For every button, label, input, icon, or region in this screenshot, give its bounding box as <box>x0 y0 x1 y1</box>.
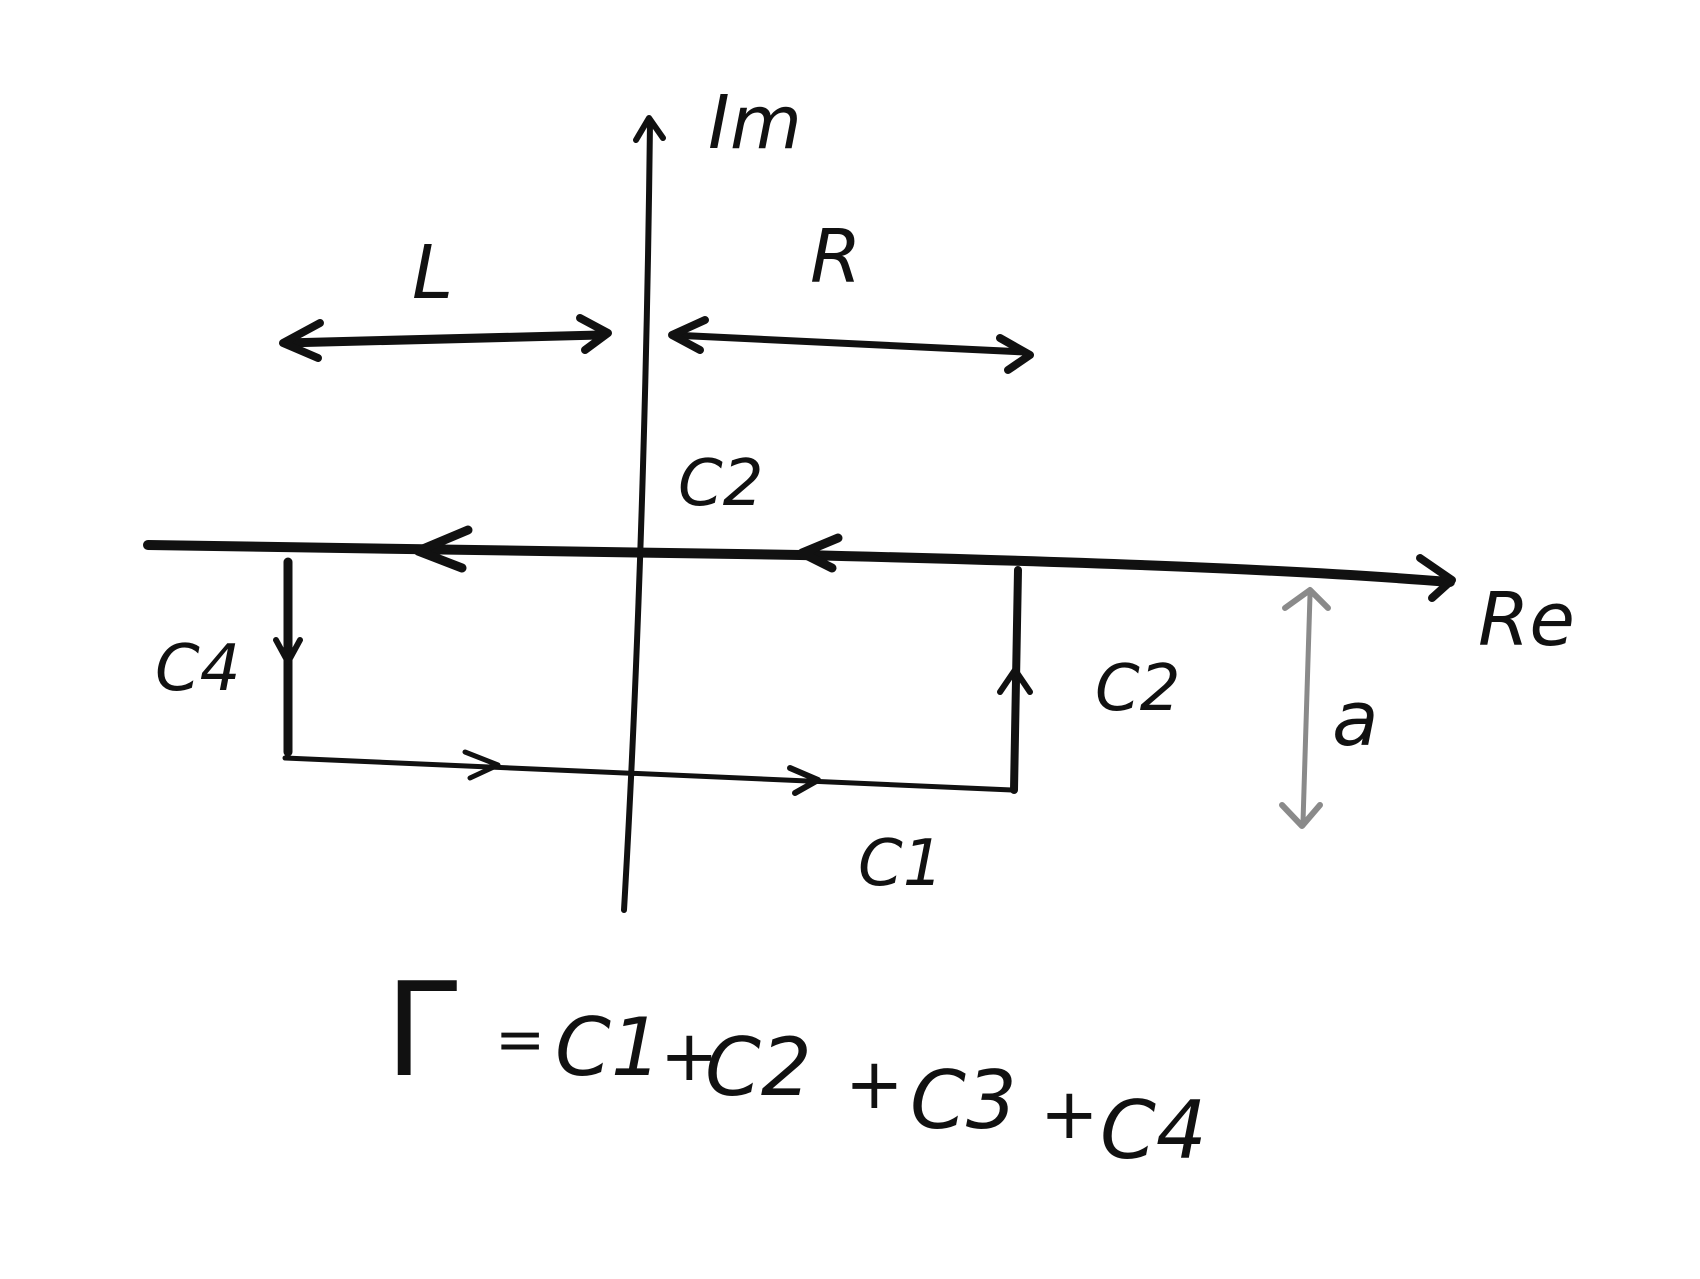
imaginary-axis <box>621 115 666 913</box>
equation-term-c1: C1 <box>555 1001 662 1094</box>
plus-sign-2: + <box>845 1043 904 1125</box>
height-label: a <box>1332 674 1379 763</box>
right-span-double-arrow <box>668 316 1034 374</box>
top-contour-label: C2 <box>678 447 763 521</box>
left-contour-segment <box>273 557 303 757</box>
real-axis-label: Re <box>1478 577 1575 663</box>
plus-sign-1: + <box>660 1015 719 1097</box>
equation-term-c2: C2 <box>705 1021 812 1114</box>
plus-sign-3: + <box>1040 1073 1099 1155</box>
equation-term-c4: C4 <box>1100 1084 1207 1177</box>
real-axis <box>143 525 1456 602</box>
left-contour-label: C4 <box>155 632 240 706</box>
left-span-double-arrow <box>279 314 612 362</box>
bottom-contour-segment <box>282 749 1015 796</box>
right-contour-segment <box>997 566 1033 794</box>
left-span-label: L <box>412 230 453 316</box>
contour-sum-equation: Γ = C1 + C2 + C3 + C4 <box>385 954 1207 1177</box>
equation-term-c3: C3 <box>910 1054 1017 1147</box>
imaginary-axis-label: Im <box>708 80 802 166</box>
right-contour-label: C2 <box>1095 652 1180 726</box>
equals-sign: = <box>495 1005 545 1075</box>
height-double-arrow <box>1279 587 1331 829</box>
bottom-contour-label: C1 <box>858 827 943 901</box>
right-span-label: R <box>810 214 861 300</box>
gamma-symbol: Γ <box>385 954 457 1106</box>
